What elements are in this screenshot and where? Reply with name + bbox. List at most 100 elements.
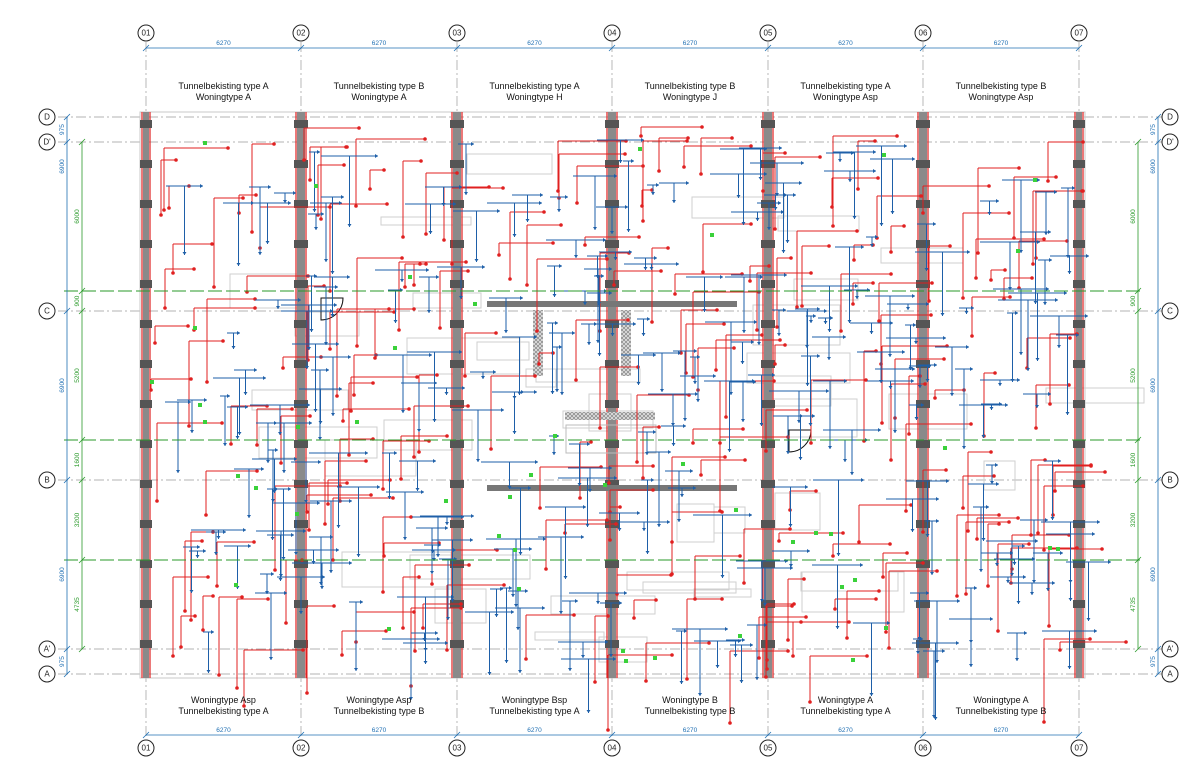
blue-rebar-mark (481, 460, 538, 489)
blue-rebar-mark (705, 320, 757, 395)
top-label-line1: Tunnelbekisting type B (645, 81, 736, 91)
wall-stub (761, 120, 775, 128)
green-marker (603, 483, 607, 487)
wall-stub (916, 440, 930, 448)
grid-bubble: D (1161, 108, 1179, 126)
red-rebar-mark (975, 516, 1020, 541)
red-rebar-mark (615, 573, 673, 596)
red-rebar-mark (192, 306, 257, 332)
partition-wall (409, 554, 531, 580)
blue-rebar-mark (458, 142, 474, 195)
red-rebar-mark (927, 244, 952, 303)
blue-rebar-mark (189, 549, 206, 558)
red-rebar-mark (189, 530, 215, 622)
wall-stub (140, 440, 152, 448)
blue-rebar-mark (959, 403, 1008, 438)
red-rebar-mark (403, 262, 422, 289)
blue-rebar-mark (844, 288, 870, 299)
wall-stub (761, 320, 775, 328)
blue-rebar-mark (255, 298, 301, 309)
wall-stub (761, 440, 775, 448)
partition-wall (801, 571, 905, 613)
blue-rebar-mark (875, 367, 915, 433)
wall-stub (916, 640, 930, 648)
partition-wall (777, 215, 860, 232)
red-rebar-mark (856, 139, 877, 191)
grid-bubble: 04 (603, 24, 621, 42)
red-rebar-mark (497, 241, 555, 257)
blue-rebar-mark (748, 373, 775, 426)
red-rebar-mark (612, 269, 663, 287)
partition-wall (383, 419, 473, 451)
red-rebar-mark (381, 515, 413, 594)
blue-rebar-mark (822, 438, 868, 462)
blue-rebar-mark (813, 379, 847, 449)
blue-rebar-mark (835, 245, 864, 323)
partition-wall (466, 153, 553, 175)
blue-rebar-mark (730, 643, 753, 683)
blue-rebar-mark (315, 355, 351, 416)
wall-stub (916, 320, 930, 328)
dim-tick (608, 731, 616, 739)
green-marker (853, 578, 857, 582)
bay-dimension: 6270 (994, 40, 1009, 47)
red-rebar-mark (748, 264, 771, 283)
blue-rebar-mark (824, 169, 876, 182)
red-rebar-mark (1042, 484, 1085, 552)
red-rebar-mark (728, 649, 790, 725)
red-rebar-mark (606, 653, 674, 732)
wall-stub (294, 160, 308, 168)
blue-rebar-mark (850, 321, 893, 334)
blue-rebar-mark (643, 351, 681, 392)
bottom-label-line2: Tunnelbekisting type B (645, 706, 736, 716)
grid-bubble-label: 06 (919, 744, 928, 753)
grid-bubble-label: A' (44, 645, 51, 654)
blue-rebar-mark (1033, 551, 1063, 591)
wall-stub (450, 400, 464, 408)
side-green-dimension: 1600 (1130, 452, 1137, 467)
green-marker (314, 184, 318, 188)
wall-stub (450, 560, 464, 568)
blue-rebar-mark (547, 321, 558, 394)
blue-rebar-mark (867, 379, 914, 389)
bottom-label-line2: Tunnelbekisting type A (489, 706, 579, 716)
red-rebar-mark (1010, 533, 1071, 571)
dim-tick (764, 44, 772, 52)
bottom-label-line2: Tunnelbekisting type A (800, 706, 890, 716)
red-rebar-mark (381, 439, 431, 491)
red-rebar-mark (808, 654, 869, 704)
grid-bubble-label: B (1167, 476, 1172, 485)
red-rebar-mark (875, 194, 923, 240)
blue-rebar-mark (512, 193, 543, 222)
blue-rebar-mark (386, 490, 424, 540)
blue-rebar-mark (510, 486, 531, 555)
side-dimension: 6900 (59, 378, 66, 393)
dim-tick (1075, 44, 1083, 52)
wall-stub (450, 360, 464, 368)
red-rebar-mark (1034, 383, 1071, 430)
red-rebar-mark (250, 142, 276, 234)
grid-bubble: 01 (137, 739, 155, 757)
red-rebar-mark (641, 139, 689, 223)
partition-wall (550, 595, 656, 615)
grid-bubble-label: 03 (453, 29, 462, 38)
blue-rebar-mark (618, 520, 670, 531)
red-rebar-mark (340, 629, 388, 657)
wall-stub (140, 560, 152, 568)
side-green-dimension: 3200 (1130, 512, 1137, 527)
blue-rebar-mark (865, 294, 915, 357)
blue-rebar-mark (375, 268, 429, 282)
wall-stub (1073, 240, 1085, 248)
red-rebar-mark (921, 184, 991, 215)
blue-rebar-mark (309, 150, 320, 212)
wall-stub (140, 520, 152, 528)
wall-stub (140, 400, 152, 408)
bottom-label-line2: Tunnelbekisting type A (178, 706, 268, 716)
blue-rebar-mark (223, 201, 254, 266)
green-marker (517, 587, 521, 591)
wall-stub (916, 280, 930, 288)
wall-stub (1073, 200, 1085, 208)
blue-rebar-marks (165, 138, 1111, 720)
blue-rebar-mark (252, 457, 297, 493)
blue-rebar-mark (250, 403, 310, 435)
